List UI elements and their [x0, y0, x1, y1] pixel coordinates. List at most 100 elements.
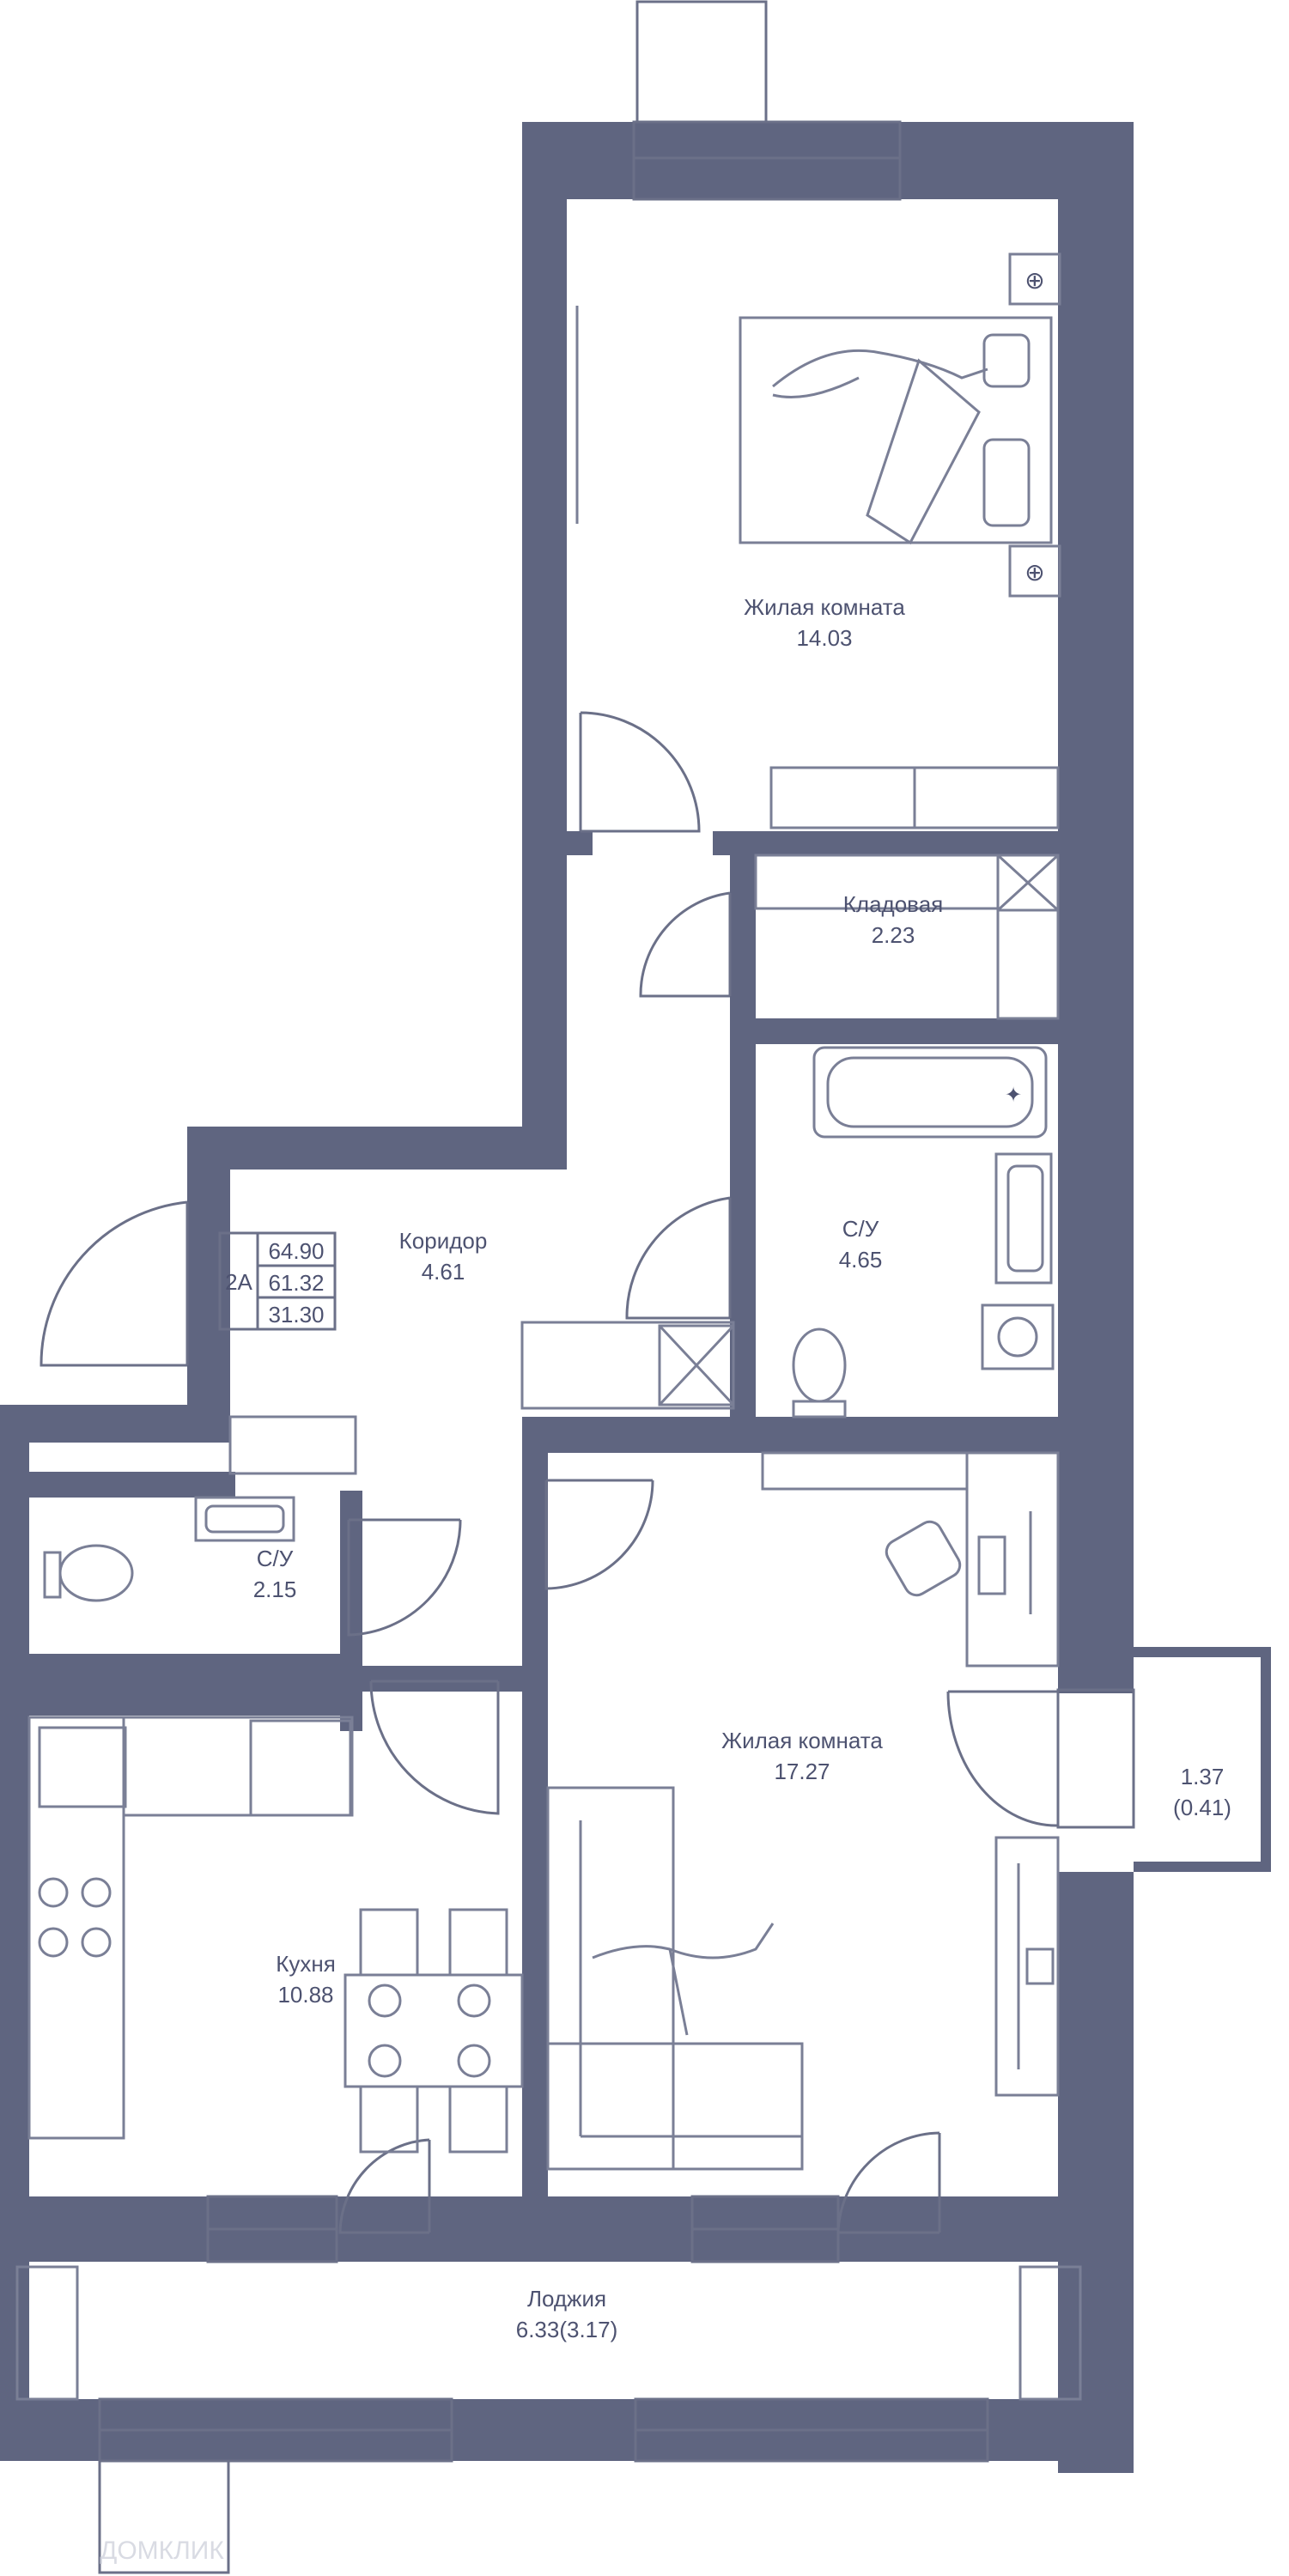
plate — [368, 2044, 402, 2078]
room-area-bedroom: 14.03 — [796, 625, 852, 651]
wall-left-top — [0, 1405, 230, 1443]
room-area-loggia: 6.33(3.17) — [516, 2317, 618, 2342]
loggia-rack-right — [1018, 2265, 1082, 2401]
door-entrance — [40, 1200, 189, 1367]
sofa-chaise — [546, 2042, 804, 2171]
sofa — [546, 1786, 675, 2171]
wall-living-left — [522, 1453, 548, 2226]
computer — [977, 1535, 1006, 1595]
window-top-frame — [635, 0, 768, 124]
room-name-bedroom: Жилая комната — [744, 594, 905, 620]
room-name-loggia: Лоджия — [527, 2286, 606, 2312]
kitchen-counter — [27, 1716, 125, 2140]
room-name-wc: С/У — [257, 1546, 294, 1571]
room-area-storage: 2.23 — [872, 922, 915, 948]
room-area-bathroom: 4.65 — [839, 1247, 883, 1273]
wall-storage-top — [713, 831, 1134, 855]
wall-balcony — [1134, 1647, 1271, 1657]
door-kitchen-loggia — [338, 2138, 431, 2234]
sleeping-figure — [772, 349, 988, 398]
wall-right-upper — [1058, 122, 1134, 1693]
dining-table — [344, 1973, 524, 2088]
shelves — [761, 1451, 969, 1491]
office-chair — [885, 1520, 962, 1597]
wall-balcony-bottom — [1134, 1862, 1271, 1872]
total-area: 64.90 — [268, 1238, 324, 1264]
plate — [457, 1984, 491, 2018]
wc-sink — [194, 1496, 295, 1542]
room-area-living: 17.27 — [774, 1759, 830, 1784]
bathtub-inner — [826, 1056, 1034, 1128]
wall-bedroom-left — [522, 122, 567, 1133]
desk — [965, 1451, 1060, 1668]
chair — [359, 2085, 419, 2154]
room-area-wc: 2.15 — [253, 1577, 297, 1602]
room-name-corridor: Коридор — [399, 1228, 488, 1254]
nightstand — [1008, 544, 1061, 598]
door-bathroom — [625, 1196, 732, 1320]
door-living — [544, 1479, 654, 1590]
sink — [994, 1152, 1053, 1285]
window-bottom-frame — [98, 2459, 230, 2574]
windows — [98, 0, 1135, 2574]
svg-text:⊕: ⊕ — [1025, 559, 1044, 586]
plan-info-box: 2A 64.90 61.32 31.30 — [218, 1231, 337, 1331]
wall-bottom — [0, 2196, 1134, 2262]
doors — [40, 711, 1060, 2234]
room-name-storage: Кладовая — [843, 891, 943, 917]
plan-type-label: 2A — [225, 1269, 252, 1295]
wall-wc-bottom — [0, 1654, 352, 1716]
walls — [0, 122, 1271, 2473]
door-storage — [639, 891, 732, 998]
plate — [368, 1984, 402, 2018]
wall-balcony-right — [1261, 1647, 1271, 1872]
area-without-loggia: 61.32 — [268, 1270, 324, 1296]
room-name-bathroom: С/У — [842, 1216, 879, 1242]
wall-corridor-left — [187, 1127, 230, 1410]
reclining-figure — [592, 1923, 775, 2036]
shoe-rack — [228, 1415, 357, 1475]
storage-rack-side — [996, 908, 1060, 1020]
loggia-rack-left — [15, 2265, 79, 2401]
svg-text:✦: ✦ — [1005, 1084, 1022, 1107]
chair — [448, 2085, 508, 2154]
chair — [359, 1908, 419, 1977]
door-wc — [347, 1518, 462, 1637]
bed-pillow — [982, 438, 1031, 527]
room-labels: Жилая комната 14.03 Кладовая 2.23 Коридо… — [253, 594, 1231, 2342]
toilet — [792, 1327, 847, 1403]
corridor-wardrobe — [520, 1321, 735, 1410]
wall-kitchen-top — [340, 1666, 546, 1692]
wall-left-outer — [0, 1405, 29, 2461]
wall-wc-left-top — [29, 1472, 235, 1498]
door-living-loggia — [836, 2131, 941, 2234]
wall-corridor-top — [187, 1127, 567, 1170]
furniture: ⊕ ⊕ ✦ — [15, 252, 1082, 2401]
wc-toilet — [58, 1544, 134, 1602]
washing-machine — [981, 1303, 1055, 1370]
door-kitchen — [369, 1680, 500, 1815]
sink-bowl — [1006, 1164, 1044, 1273]
balcony-area: 1.37 — [1181, 1764, 1225, 1789]
wall-storage-left — [730, 855, 756, 1018]
stove — [38, 1877, 112, 1958]
wall-bath-bottom — [522, 1417, 1134, 1453]
wall-bath-top — [730, 1018, 1134, 1044]
bathtub — [812, 1046, 1048, 1139]
room-area-kitchen: 10.88 — [277, 1982, 333, 2008]
toilet-tank — [792, 1400, 847, 1419]
room-name-living: Жилая комната — [721, 1728, 883, 1753]
room-name-kitchen: Кухня — [276, 1951, 336, 1977]
wc-toilet-tank — [43, 1551, 62, 1599]
wall-bedroom-bottom — [567, 831, 593, 855]
door-balcony — [946, 1690, 1060, 1827]
kitchen-counter-top — [122, 1716, 354, 1817]
bed — [739, 316, 1053, 544]
living-area: 31.30 — [268, 1302, 324, 1327]
plate — [457, 2044, 491, 2078]
chair — [448, 1908, 508, 1977]
wall-top — [522, 122, 1134, 199]
door-bedroom — [579, 711, 701, 833]
kitchen-sink — [38, 1726, 127, 1808]
